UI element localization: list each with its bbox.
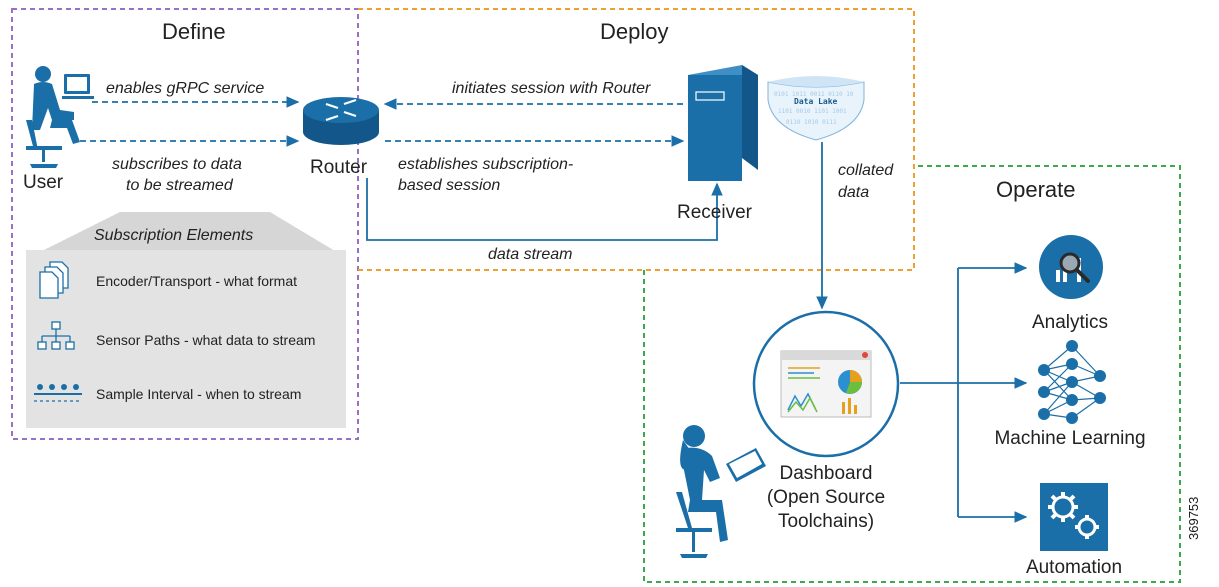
subscription-item-sensor-paths: Sensor Paths - what data to stream bbox=[96, 332, 316, 348]
analytics-label: Analytics bbox=[1031, 312, 1109, 333]
edge-label-establishes: establishes subscription- based session bbox=[398, 154, 573, 196]
define-title: Define bbox=[162, 19, 226, 44]
edge-label-initiates: initiates session with Router bbox=[452, 80, 651, 97]
deploy-section-border bbox=[358, 8, 915, 271]
machine-learning-label: Machine Learning bbox=[994, 428, 1146, 449]
subscription-item-sample-interval: Sample Interval - when to stream bbox=[96, 386, 302, 402]
operator-icon bbox=[676, 425, 766, 558]
dashboard-label: Dashboard (Open Source Toolchains) bbox=[766, 462, 886, 534]
receiver-icon bbox=[688, 65, 758, 181]
operate-section-border bbox=[643, 165, 1181, 583]
edge-label-establishes-line-1: establishes subscription- bbox=[398, 156, 574, 173]
edge-label-establishes-line-2: based session bbox=[398, 177, 501, 194]
edge-label-data-stream: data stream bbox=[488, 246, 573, 263]
dashboard-label-line-2: (Open Source bbox=[766, 487, 886, 508]
data-lake-label: Data Lake bbox=[794, 97, 838, 106]
user-icon bbox=[26, 66, 94, 168]
automation-label: Automation bbox=[1025, 557, 1123, 578]
svg-text:1101 0010 1101 1001: 1101 0010 1101 1001 bbox=[778, 108, 847, 115]
dashboard-label-line-3: Toolchains) bbox=[777, 511, 875, 532]
edge-label-subscribes-line-1: subscribes to data bbox=[112, 156, 242, 173]
edge-label-collated: collated data bbox=[838, 160, 893, 204]
subscription-title: Subscription Elements bbox=[94, 227, 254, 244]
automation-icon bbox=[1040, 483, 1108, 551]
edge-label-collated-line-2: data bbox=[838, 184, 870, 201]
dashboard-label-line-1: Dashboard bbox=[779, 463, 873, 484]
dashboard-icon bbox=[752, 310, 900, 458]
user-label: User bbox=[23, 172, 64, 193]
edge-data-stream bbox=[366, 178, 723, 241]
define-section-border bbox=[11, 8, 359, 440]
svg-text:0110 1010 0111: 0110 1010 0111 bbox=[786, 119, 837, 126]
data-lake-icon: 0101 1011 0011 0110 10 1101 0010 1101 10… bbox=[767, 76, 865, 141]
deploy-title: Deploy bbox=[600, 19, 669, 44]
svg-text:0101 1011 0011 0110 10: 0101 1011 0011 0110 10 bbox=[774, 91, 854, 98]
timeline-icon bbox=[34, 384, 82, 402]
edge-label-subscribes: subscribes to data to be streamed bbox=[112, 154, 242, 196]
router-label: Router bbox=[310, 157, 368, 178]
analytics-icon bbox=[1039, 235, 1103, 299]
operate-title: Operate bbox=[996, 177, 1076, 202]
edge-label-collated-line-1: collated bbox=[838, 162, 894, 179]
subscription-panel bbox=[26, 212, 346, 428]
receiver-label: Receiver bbox=[677, 202, 752, 223]
tree-icon bbox=[37, 321, 75, 350]
router-icon bbox=[303, 97, 379, 145]
machine-learning-icon bbox=[1038, 340, 1106, 424]
edge-dashboard-branches bbox=[900, 262, 1028, 523]
edge-label-subscribes-line-2: to be streamed bbox=[126, 177, 233, 194]
figure-id: 369753 bbox=[1186, 496, 1201, 540]
edge-label-enables-grpc: enables gRPC service bbox=[106, 80, 265, 97]
subscription-item-encoder: Encoder/Transport - what format bbox=[96, 273, 298, 289]
documents-icon bbox=[39, 261, 69, 299]
